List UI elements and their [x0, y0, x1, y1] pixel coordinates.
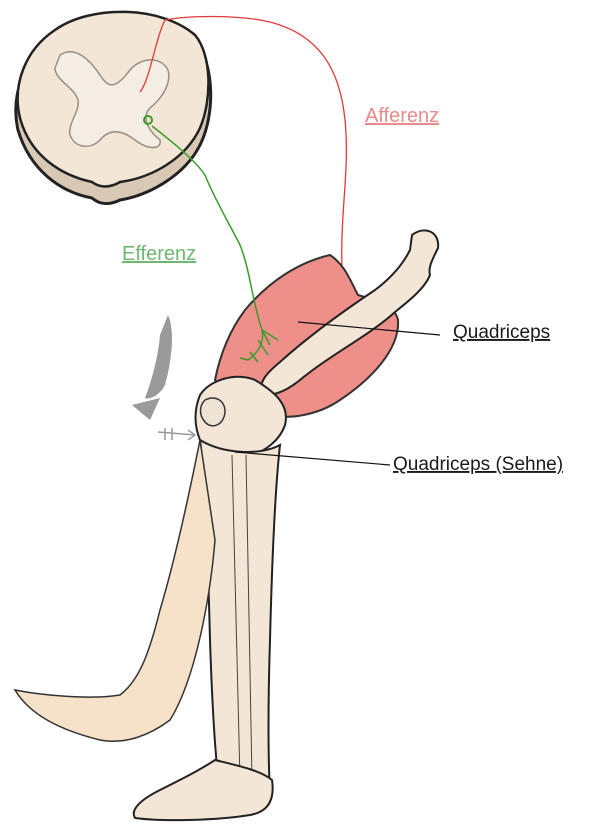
- lower-leg: [200, 440, 280, 790]
- quadriceps-label: Quadriceps: [453, 322, 550, 343]
- impact-mark: [158, 428, 195, 440]
- quadriceps-tendon-label: Quadriceps (Sehne): [393, 454, 563, 475]
- efferenz-label: Efferenz: [122, 243, 196, 265]
- afferenz-label: Afferenz: [365, 105, 439, 127]
- spinal-cord-cross-section-icon: [16, 12, 211, 204]
- patella: [200, 398, 225, 426]
- reflex-hammer-icon: [132, 315, 172, 420]
- foot: [134, 760, 273, 820]
- other-leg: [15, 440, 215, 741]
